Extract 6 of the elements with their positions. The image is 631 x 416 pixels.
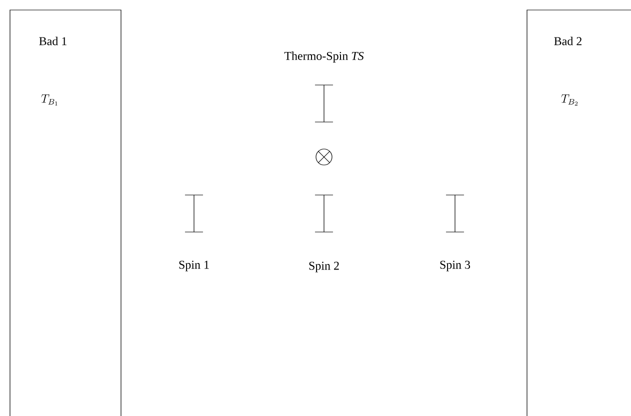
bath-box: Bad 2 $T_{B_2}$ — [526, 10, 631, 416]
spin-label: Spin 1 — [179, 260, 209, 272]
spin-label: Thermo-Spin TS — [284, 52, 364, 62]
spin-label: Spin 3 — [440, 260, 470, 272]
spin-label: Spin 2 — [309, 262, 339, 272]
bath-box: Bad 1 $T_{B_1}$ — [10, 10, 122, 416]
